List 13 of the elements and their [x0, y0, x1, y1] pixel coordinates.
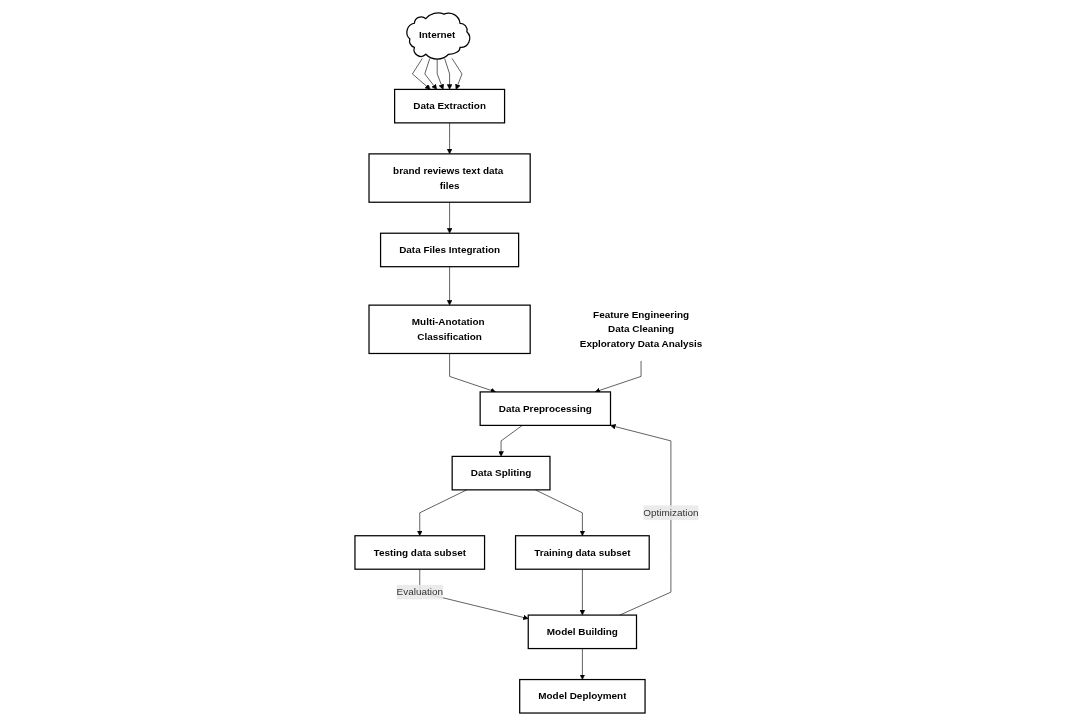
edge-label: Optimization: [643, 507, 699, 518]
node-box: Testing data subset: [354, 535, 486, 570]
node-box: Model Building: [527, 614, 638, 650]
node-box: Data Preprocessing: [479, 391, 612, 426]
node-box: Training data subset: [515, 535, 650, 570]
node-box: Data Files Integration: [380, 232, 520, 268]
node-box: Data Extraction: [394, 88, 506, 124]
node-box: Model Deployment: [519, 678, 646, 714]
node-box: Multi-Anotation Classification: [368, 304, 531, 355]
node-box: Data Spliting: [451, 455, 551, 491]
edge-label: Evaluation: [396, 586, 443, 598]
node-box: brand reviews text data files: [368, 153, 531, 203]
node-text: Feature Engineering Data Cleaning Exploratory Data Analysis: [579, 308, 703, 350]
